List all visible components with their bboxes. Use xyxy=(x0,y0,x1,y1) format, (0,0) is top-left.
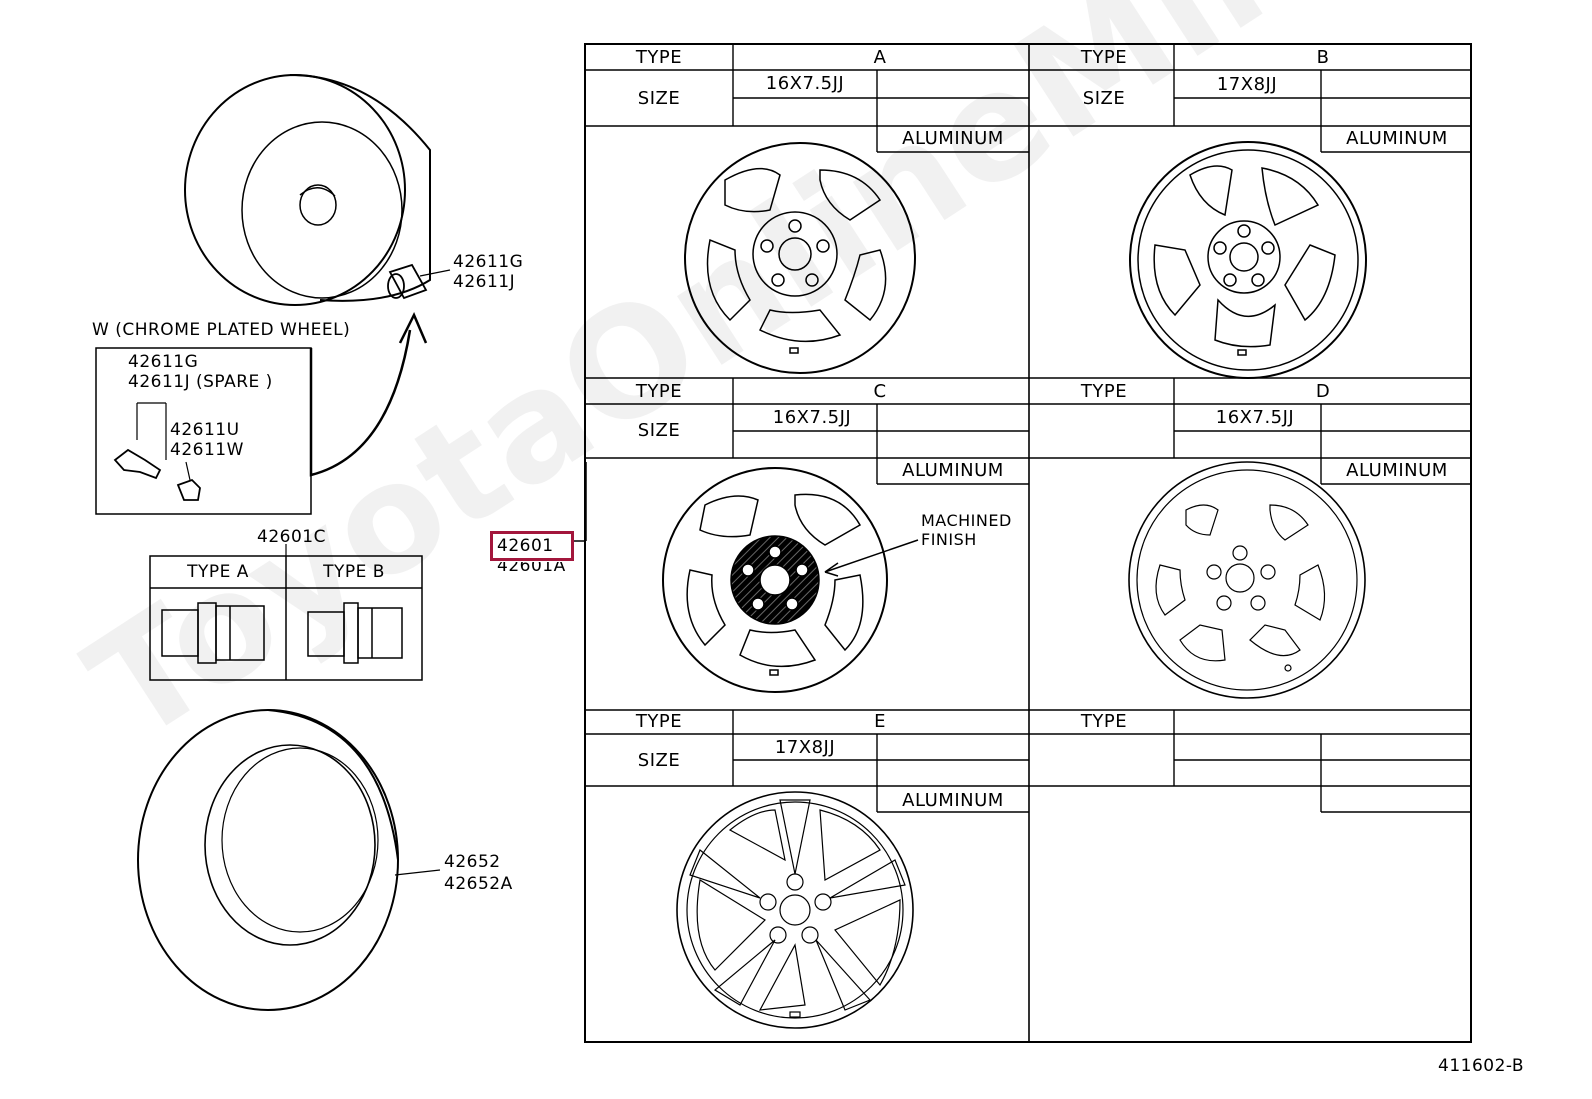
wheel-type-b-drawing xyxy=(1129,141,1367,379)
diagram-id: 411602-B xyxy=(1438,1056,1525,1076)
type-b-value: B xyxy=(1316,47,1330,68)
wheel-part-number[interactable]: 42601 xyxy=(497,536,554,556)
machined-finish-note: FINISH xyxy=(921,530,977,549)
size-header: SIZE xyxy=(637,420,681,441)
highlight-box xyxy=(490,531,574,561)
type-c-value: C xyxy=(873,381,887,402)
type-header: TYPE xyxy=(1080,711,1128,732)
lug-nut-type-a-drawing xyxy=(161,602,265,664)
lug-nut-type-b-label: TYPE B xyxy=(323,562,385,582)
size-header: SIZE xyxy=(1082,88,1126,109)
size-header: SIZE xyxy=(637,750,681,771)
wheel-type-e-drawing xyxy=(676,791,914,1029)
type-c-size: 16X7.5JJ xyxy=(772,407,852,428)
type-d-material: ALUMINUM xyxy=(1346,460,1448,481)
wheel-alt-part-number: 42601A xyxy=(497,556,566,576)
type-b-size: 17X8JJ xyxy=(1216,74,1278,95)
type-a-size: 16X7.5JJ xyxy=(765,73,845,94)
wheel-type-a-drawing xyxy=(684,142,916,374)
lug-nut-part-number: 42601C xyxy=(257,527,326,547)
chrome-valve-part-number: 42611G xyxy=(128,352,199,372)
type-e-value: E xyxy=(874,711,886,732)
type-header: TYPE xyxy=(1080,381,1128,402)
wheel-type-d-drawing xyxy=(1128,461,1366,699)
wheel-type-c-drawing xyxy=(662,467,919,693)
valve-stem-drawing xyxy=(387,263,451,300)
tire-drawing xyxy=(137,709,441,1011)
type-c-material: ALUMINUM xyxy=(902,460,1004,481)
type-e-size: 17X8JJ xyxy=(774,737,836,758)
chrome-plated-note: W (CHROME PLATED WHEEL) xyxy=(92,320,351,340)
type-d-value: D xyxy=(1315,381,1331,402)
type-e-material: ALUMINUM xyxy=(902,790,1004,811)
type-a-material: ALUMINUM xyxy=(902,128,1004,149)
type-a-value: A xyxy=(873,47,887,68)
lug-nut-type-b-drawing xyxy=(307,602,403,664)
valve-cap-part-number: 42611W xyxy=(170,440,244,460)
size-header: SIZE xyxy=(637,88,681,109)
wheel-assembly-drawing xyxy=(184,74,431,306)
type-header: TYPE xyxy=(635,381,683,402)
type-d-size: 16X7.5JJ xyxy=(1215,407,1295,428)
chrome-valve-spare-part-number: 42611J (SPARE ) xyxy=(128,372,273,392)
type-b-material: ALUMINUM xyxy=(1346,128,1448,149)
type-header: TYPE xyxy=(635,47,683,68)
tire-part-number: 42652A xyxy=(444,874,513,894)
valve-part-number: 42611G xyxy=(453,252,524,272)
valve-part-number: 42611J xyxy=(453,272,516,292)
tire-part-number: 42652 xyxy=(444,852,501,872)
type-header: TYPE xyxy=(635,711,683,732)
type-header: TYPE xyxy=(1080,47,1128,68)
machined-finish-note: MACHINED xyxy=(921,511,1012,530)
lug-nut-type-a-label: TYPE A xyxy=(187,562,249,582)
valve-cap-part-number: 42611U xyxy=(170,420,240,440)
